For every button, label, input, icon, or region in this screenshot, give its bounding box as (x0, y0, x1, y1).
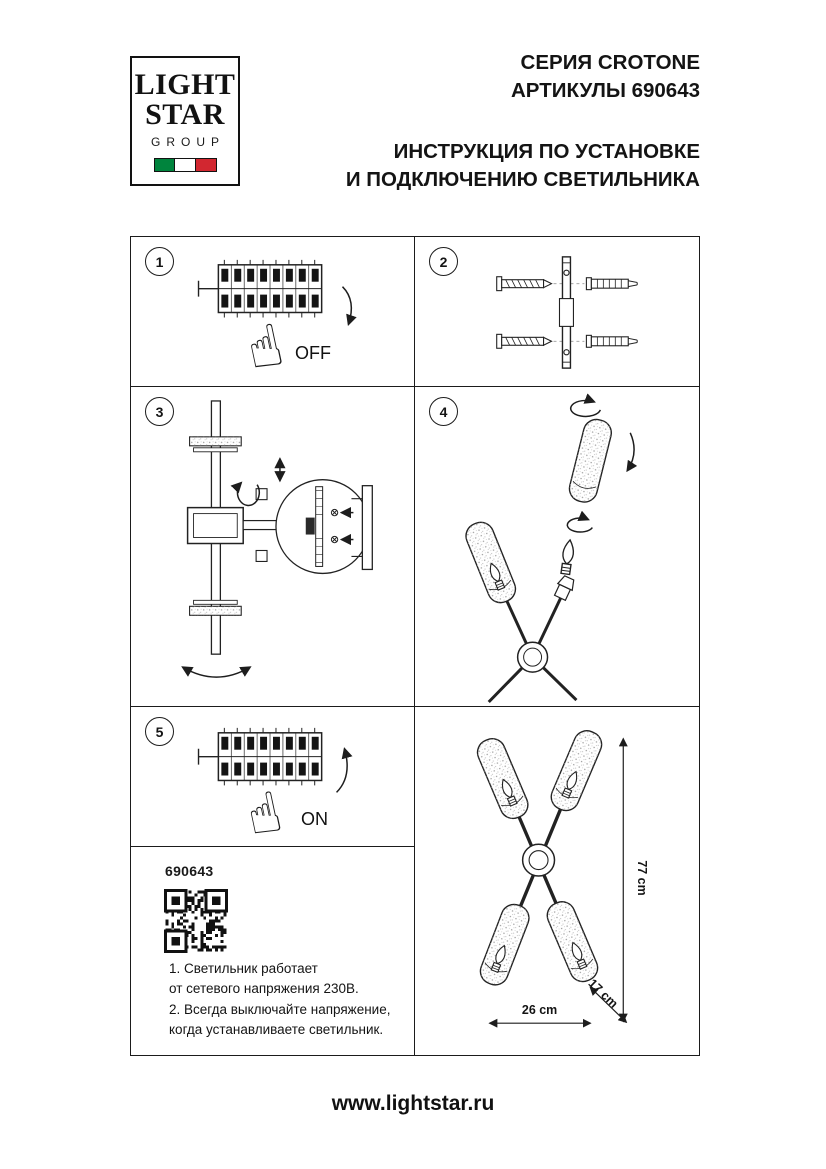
canopy-inner-circle (523, 647, 543, 667)
wall-bracket (351, 485, 373, 571)
mounting-bracket (558, 256, 574, 369)
article-title: АРТИКУЛЫ 690643 (510, 79, 700, 102)
finished-fixture-illustration: 77 cm 26 cm 17 cm (415, 707, 649, 1028)
safety-notes: 1. Светильник работает от сетевого напря… (169, 961, 391, 1037)
flag-white-stripe (174, 158, 196, 172)
dimension-lines (488, 737, 628, 1028)
wall-anchor-icon (585, 277, 638, 291)
depth-dimension-arrow (589, 986, 628, 1024)
article-number: 690643 (165, 863, 214, 879)
step-3-panel: 3 (131, 387, 415, 707)
circuit-breaker-row (197, 259, 323, 319)
top-clamp (189, 436, 242, 453)
website-url: www.lightstar.ru (331, 1092, 495, 1115)
steps-grid: 1 ☝ OFF 2 (130, 236, 700, 1056)
arm-screw-block (255, 549, 268, 563)
loose-shade (566, 416, 615, 506)
mounted-shade (462, 518, 519, 606)
step-2-panel: 2 (415, 237, 699, 387)
step-4-number: 4 (429, 397, 458, 426)
lower-shade-arrow (626, 432, 638, 473)
screw-icon (496, 333, 553, 349)
instruction-title-line1: ИНСТРУКЦИЯ ПО УСТАНОВКЕ (393, 140, 700, 163)
pointing-hand-icon: ☝ (241, 313, 289, 383)
on-label: ON (301, 809, 328, 829)
breaker-off-illustration: ☝ (197, 259, 357, 383)
document-header: СЕРИЯ CROTONE АРТИКУЛЫ 690643 ИНСТРУКЦИЯ… (346, 49, 700, 194)
qr-code (164, 889, 228, 953)
center-plate-inner (193, 513, 238, 538)
series-title: СЕРИЯ CROTONE (520, 51, 700, 74)
canopy-inner-circle (528, 850, 549, 871)
switch-up-arrow (336, 747, 353, 793)
shade-top-right (547, 727, 605, 815)
screw-bulb-arrow (566, 510, 593, 533)
shade-top-left (473, 735, 531, 823)
step-5-panel: 5 ☝ ON (131, 707, 415, 847)
fixture-mounting-illustration (181, 400, 373, 678)
height-dimension-label: 77 cm (635, 860, 649, 895)
finished-fixture-panel: 77 cm 26 cm 17 cm (415, 707, 699, 1055)
flag-green-stripe (153, 158, 175, 172)
center-plate (186, 506, 244, 545)
rotate-shade-arrow (569, 393, 602, 418)
logo-word-light: LIGHT (134, 68, 236, 101)
product-info-panel: 690643 1. Светильник работает от сетевог… (131, 847, 415, 1055)
logo-word-star: STAR (145, 98, 225, 131)
detail-view (305, 486, 354, 567)
step-1-panel: 1 ☝ OFF (131, 237, 415, 387)
step-1-number: 1 (145, 247, 174, 276)
alignment-guides (553, 283, 585, 342)
rotate-arm-arrow (230, 481, 261, 507)
header-spacer (346, 105, 700, 138)
mounting-hardware-illustration (496, 256, 638, 369)
shade-bulb-assembly-illustration (415, 393, 638, 704)
switch-down-arrow (341, 286, 357, 327)
logo-word-group: GROUP (150, 135, 225, 149)
swivel-arc-arrow (181, 666, 252, 678)
breaker-on-illustration: ☝ (197, 727, 353, 846)
off-label: OFF (295, 343, 331, 363)
flag-red-stripe (195, 158, 217, 172)
step-2-number: 2 (429, 247, 458, 276)
screw-icon (496, 276, 553, 292)
arm-screw-block (255, 488, 268, 501)
shade-bottom-right (543, 898, 601, 986)
depth-dimension-label: 17 cm (586, 976, 621, 1011)
instruction-title-line2: И ПОДКЛЮЧЕНИЮ СВЕТИЛЬНИКА (345, 168, 700, 191)
italy-flag-icon (132, 158, 238, 172)
candle-bulb-icon (559, 538, 576, 576)
lightstar-logo: LIGHT STAR GROUP (130, 56, 240, 186)
width-dimension-label: 26 cm (522, 1003, 557, 1017)
circuit-breaker-row (197, 727, 323, 787)
step-4-panel: 4 (415, 387, 699, 707)
pointing-hand-icon: ☝ (241, 780, 287, 846)
step-3-number: 3 (145, 397, 174, 426)
wall-anchor-icon (585, 334, 638, 348)
step-5-number: 5 (145, 717, 174, 746)
bottom-clamp (189, 599, 242, 616)
shade-bottom-left (477, 901, 533, 989)
lamp-socket (553, 575, 575, 602)
